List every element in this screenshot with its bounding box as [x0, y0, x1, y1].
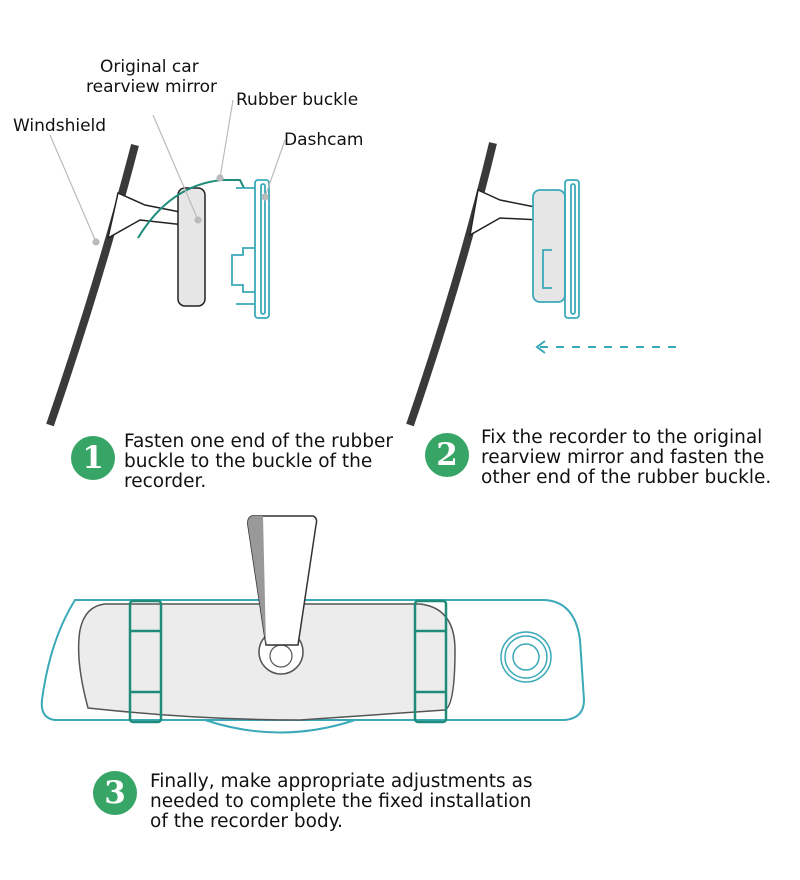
panel-3-front-view — [40, 515, 586, 734]
step-line: rearview mirror and fasten the — [481, 447, 765, 468]
original-mirror — [532, 189, 566, 303]
label-original-mirror: Original car — [100, 58, 199, 76]
step-line: Fix the recorder to the original — [481, 427, 763, 448]
rubber-straps — [128, 599, 448, 724]
mirror-mount — [468, 188, 541, 237]
camera-lens — [500, 631, 552, 683]
step-line: needed to complete the fixed installatio… — [150, 791, 532, 812]
windshield — [46, 143, 139, 427]
label-windshield: Windshield — [13, 116, 107, 136]
step-2-text: Fix the recorder to the original rearvie… — [481, 428, 771, 488]
step-3-text: Finally, make appropriate adjustments as… — [150, 772, 533, 832]
step-line: buckle to the buckle of the — [124, 451, 373, 472]
step-1-badge: 1 — [71, 436, 115, 480]
step-line: Finally, make appropriate adjustments as — [150, 771, 533, 792]
label-original-mirror-2: rearview mirror — [86, 78, 217, 96]
leader-lines — [49, 99, 286, 246]
label-mirror-line2: rearview mirror — [86, 77, 218, 97]
label-dashcam: Dashcam — [284, 130, 364, 150]
step-line: other end of the rubber buckle. — [481, 467, 772, 488]
step-line: Fasten one end of the rubber — [124, 431, 393, 452]
panel-2-side-view — [406, 142, 680, 427]
dashed-arrow-left — [535, 340, 680, 354]
step-3-badge: 3 — [93, 771, 137, 815]
dashcam — [542, 179, 580, 319]
windshield — [406, 142, 497, 427]
panel-1-side-view — [46, 99, 286, 427]
label-mirror-line1: Original car — [100, 57, 199, 77]
mirror-mount — [106, 191, 186, 240]
label-rubber-buckle: Rubber buckle — [236, 90, 359, 110]
step-1-text: Fasten one end of the rubber buckle to t… — [124, 432, 393, 492]
step-2-badge: 2 — [425, 433, 469, 477]
step-line: of the recorder body. — [150, 811, 343, 832]
dashcam — [231, 179, 270, 319]
step-line: recorder. — [124, 471, 207, 492]
